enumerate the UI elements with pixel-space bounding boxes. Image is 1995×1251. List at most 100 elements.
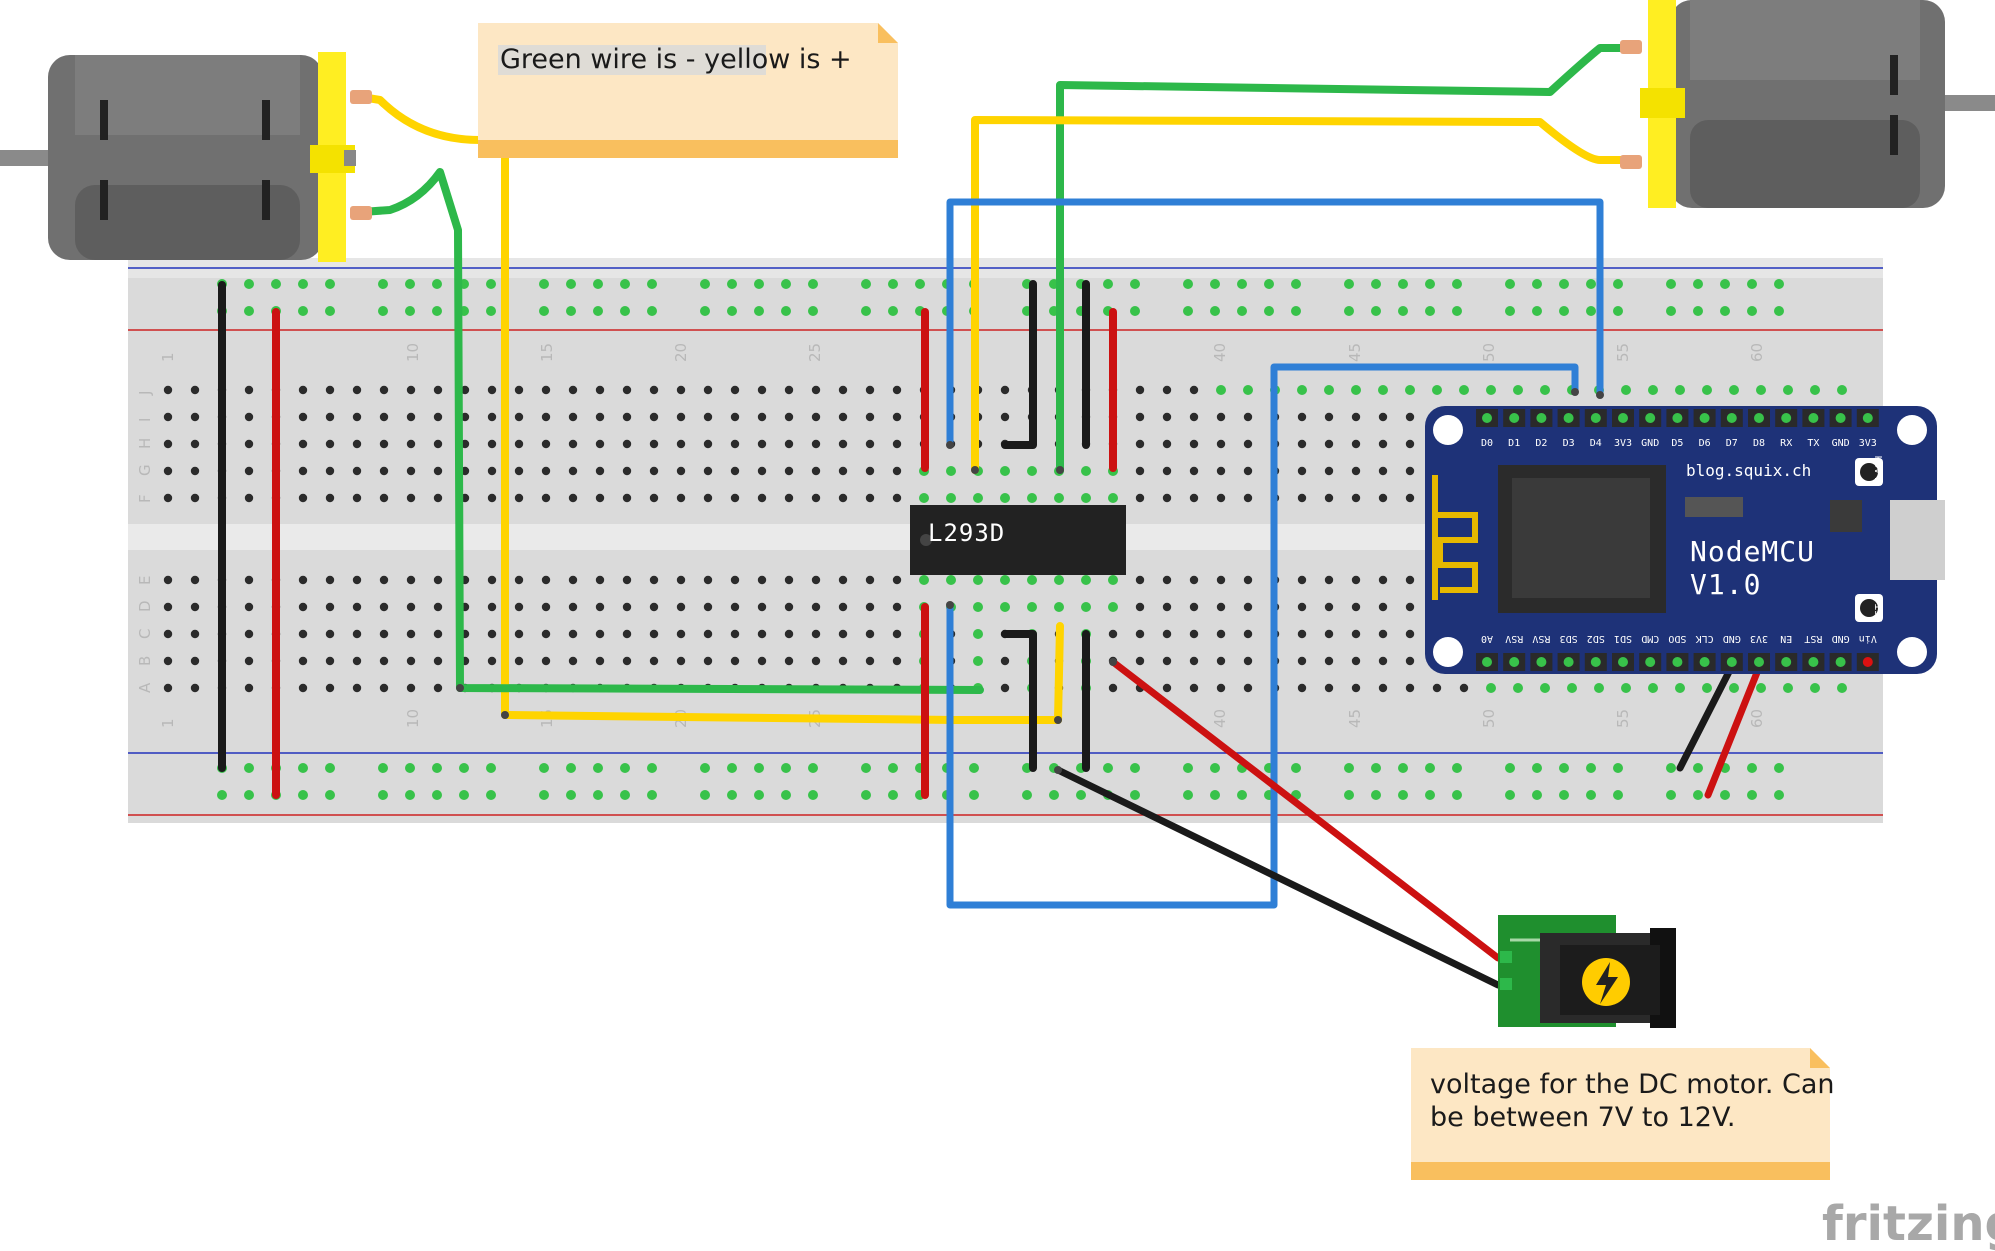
- mcu-bottom-pin-label: CLK: [1696, 633, 1714, 644]
- mcu-pin: [1563, 657, 1574, 667]
- breadboard-hole: [593, 790, 603, 800]
- mcu-bottom-pin-label: SDO: [1668, 633, 1686, 644]
- breadboard-hole: [784, 629, 794, 639]
- mcu-brand-url: blog.squix.ch: [1686, 461, 1811, 480]
- breadboard-hole: [325, 656, 335, 666]
- breadboard-hole: [754, 279, 764, 289]
- breadboard-hole: [1693, 763, 1703, 773]
- breadboard-hole: [1371, 306, 1381, 316]
- breadboard-hole: [1081, 602, 1091, 612]
- flash-button: [1860, 463, 1878, 481]
- breadboard-hole: [838, 412, 848, 422]
- wire-black-chip-top-a: [1001, 280, 1037, 449]
- breadboard-hole: [969, 790, 979, 800]
- breadboard-hole: [568, 602, 578, 612]
- mcu-pin: [1645, 413, 1656, 423]
- mcu-pin: [1726, 657, 1737, 667]
- breadboard-hole: [1216, 439, 1226, 449]
- breadboard-hole: [730, 466, 740, 476]
- breadboard-hole: [1324, 493, 1334, 503]
- breadboard-hole: [703, 466, 713, 476]
- mcu-bottom-pin-label: SD2: [1587, 633, 1605, 644]
- breadboard-hole: [730, 575, 740, 585]
- breadboard-hole: [1027, 575, 1037, 585]
- breadboard-hole: [1324, 575, 1334, 585]
- breadboard-hole: [892, 656, 902, 666]
- breadboard-hole: [1237, 279, 1247, 289]
- breadboard-hole: [1291, 279, 1301, 289]
- breadboard-hole: [1378, 629, 1388, 639]
- breadboard-hole: [757, 439, 767, 449]
- breadboard-hole: [727, 790, 737, 800]
- breadboard-hole: [433, 629, 443, 639]
- breadboard-hole: [1162, 602, 1172, 612]
- breadboard-hole: [486, 763, 496, 773]
- breadboard-hole: [433, 439, 443, 449]
- breadboard-hole: [541, 466, 551, 476]
- breadboard-hole: [1162, 656, 1172, 666]
- wire-endpoint: [501, 711, 509, 719]
- breadboard-hole: [1505, 306, 1515, 316]
- breadboard-hole: [1720, 279, 1730, 289]
- breadboard-hole: [352, 466, 362, 476]
- breadboard-hole: [973, 575, 983, 585]
- breadboard-hole: [622, 602, 632, 612]
- breadboard-hole: [1216, 602, 1226, 612]
- motor-terminal-minus: [350, 206, 372, 220]
- mcu-pin: [1590, 657, 1601, 667]
- breadboard-hole: [1162, 683, 1172, 693]
- breadboard-hole: [379, 466, 389, 476]
- mcu-top-pin-label: D1: [1508, 438, 1520, 449]
- mcu-top-pin-label: GND: [1832, 438, 1850, 449]
- breadboard-hole: [539, 763, 549, 773]
- breadboard-hole: [1452, 279, 1462, 289]
- breadboard-hole: [784, 412, 794, 422]
- breadboard-hole: [649, 629, 659, 639]
- breadboard-hole: [808, 790, 818, 800]
- breadboard-hole: [1054, 575, 1064, 585]
- breadboard-hole: [784, 385, 794, 395]
- breadboard-hole: [1081, 575, 1091, 585]
- breadboard-hole: [190, 683, 200, 693]
- breadboard-column-number: 1: [159, 352, 177, 362]
- mcu-pin: [1835, 657, 1846, 667]
- breadboard-hole: [1000, 656, 1010, 666]
- breadboard-hole: [1675, 683, 1685, 693]
- breadboard-hole: [1108, 629, 1118, 639]
- breadboard-hole: [1291, 306, 1301, 316]
- breadboard-hole: [1243, 385, 1253, 395]
- breadboard-hole: [1613, 763, 1623, 773]
- breadboard-hole: [487, 385, 497, 395]
- breadboard-hole: [730, 656, 740, 666]
- mcu-top-pin-label: D5: [1671, 438, 1683, 449]
- breadboard-hole: [566, 306, 576, 316]
- breadboard-hole: [973, 629, 983, 639]
- breadboard-hole: [892, 575, 902, 585]
- breadboard-hole: [647, 790, 657, 800]
- breadboard-hole: [1351, 656, 1361, 666]
- breadboard-hole: [298, 493, 308, 503]
- breadboard-hole: [1351, 683, 1361, 693]
- mcu-top-pin-label: RX: [1780, 438, 1792, 449]
- mcu-top-pin-label: D3: [1563, 438, 1575, 449]
- breadboard-hole: [1532, 306, 1542, 316]
- breadboard-hole: [460, 385, 470, 395]
- breadboard-hole: [406, 466, 416, 476]
- breadboard-hole: [649, 493, 659, 503]
- note-bottom: voltage for the DC motor. Can be between…: [1411, 1048, 1835, 1180]
- breadboard-hole: [1405, 493, 1415, 503]
- breadboard-hole: [1027, 602, 1037, 612]
- breadboard-hole: [1135, 493, 1145, 503]
- breadboard-hole: [595, 466, 605, 476]
- breadboard-hole: [1351, 629, 1361, 639]
- breadboard-hole: [1532, 763, 1542, 773]
- mcu-pin: [1754, 413, 1764, 423]
- breadboard-hole: [919, 575, 929, 585]
- breadboard-hole: [1076, 790, 1086, 800]
- breadboard-hole: [1243, 656, 1253, 666]
- mcu-pin: [1808, 657, 1819, 667]
- mcu-pin: [1509, 657, 1520, 667]
- mcu-bottom-pin-label: CMD: [1641, 633, 1659, 644]
- breadboard-hole: [1774, 306, 1784, 316]
